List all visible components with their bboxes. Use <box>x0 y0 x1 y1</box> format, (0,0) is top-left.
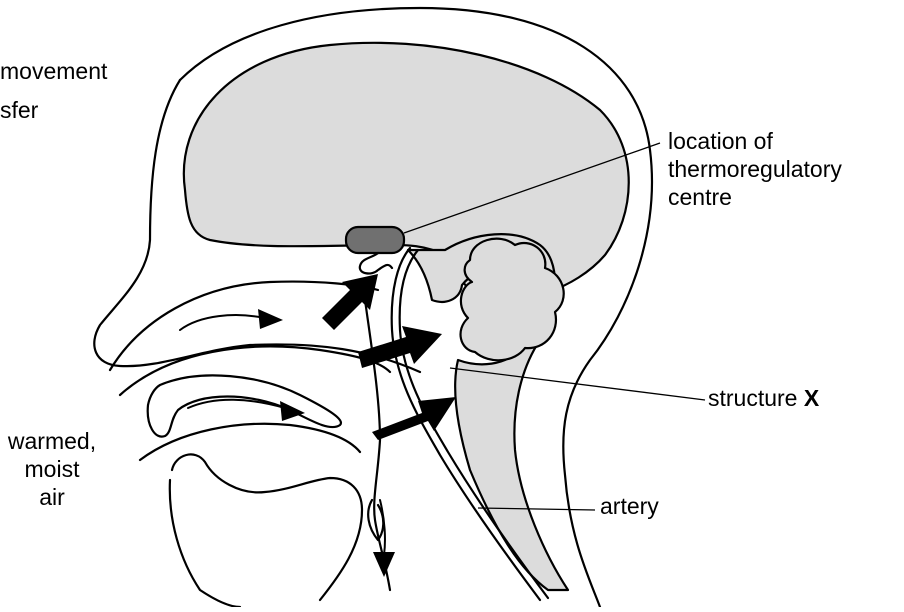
brain <box>184 43 629 301</box>
airflow-lower-arrow-line <box>188 400 285 408</box>
palate-line <box>140 424 360 460</box>
structure-x-letter: X <box>804 385 819 411</box>
air-label-line-3: air <box>2 484 102 510</box>
jaw <box>170 480 240 607</box>
middle-turbinate <box>120 346 390 395</box>
tongue <box>172 454 362 600</box>
pituitary-stalk <box>360 253 392 273</box>
lower-turbinate <box>148 375 341 436</box>
air-label-line-2: moist <box>2 456 102 482</box>
thick-arrow-icon <box>372 397 456 440</box>
thermo-label-line-3: centre <box>668 184 732 210</box>
artery-label: artery <box>600 493 659 519</box>
curved-arrow-icon <box>373 552 395 577</box>
cut-label-movement: movement <box>0 58 107 84</box>
structure-x-label: structure X <box>708 385 819 411</box>
thermoregulatory-centre <box>346 227 404 253</box>
curved-arrow-icon <box>280 401 305 421</box>
thermo-label-line-2: thermoregulatory <box>668 156 842 182</box>
cut-label-transfer: sfer <box>0 97 38 123</box>
air-label-line-1: warmed, <box>2 428 102 454</box>
curved-arrow-icon <box>258 309 283 329</box>
thermo-label-line-1: location of <box>668 128 773 154</box>
airflow-upper-arrow-line <box>180 315 265 330</box>
structure-x-prefix: structure <box>708 385 804 411</box>
